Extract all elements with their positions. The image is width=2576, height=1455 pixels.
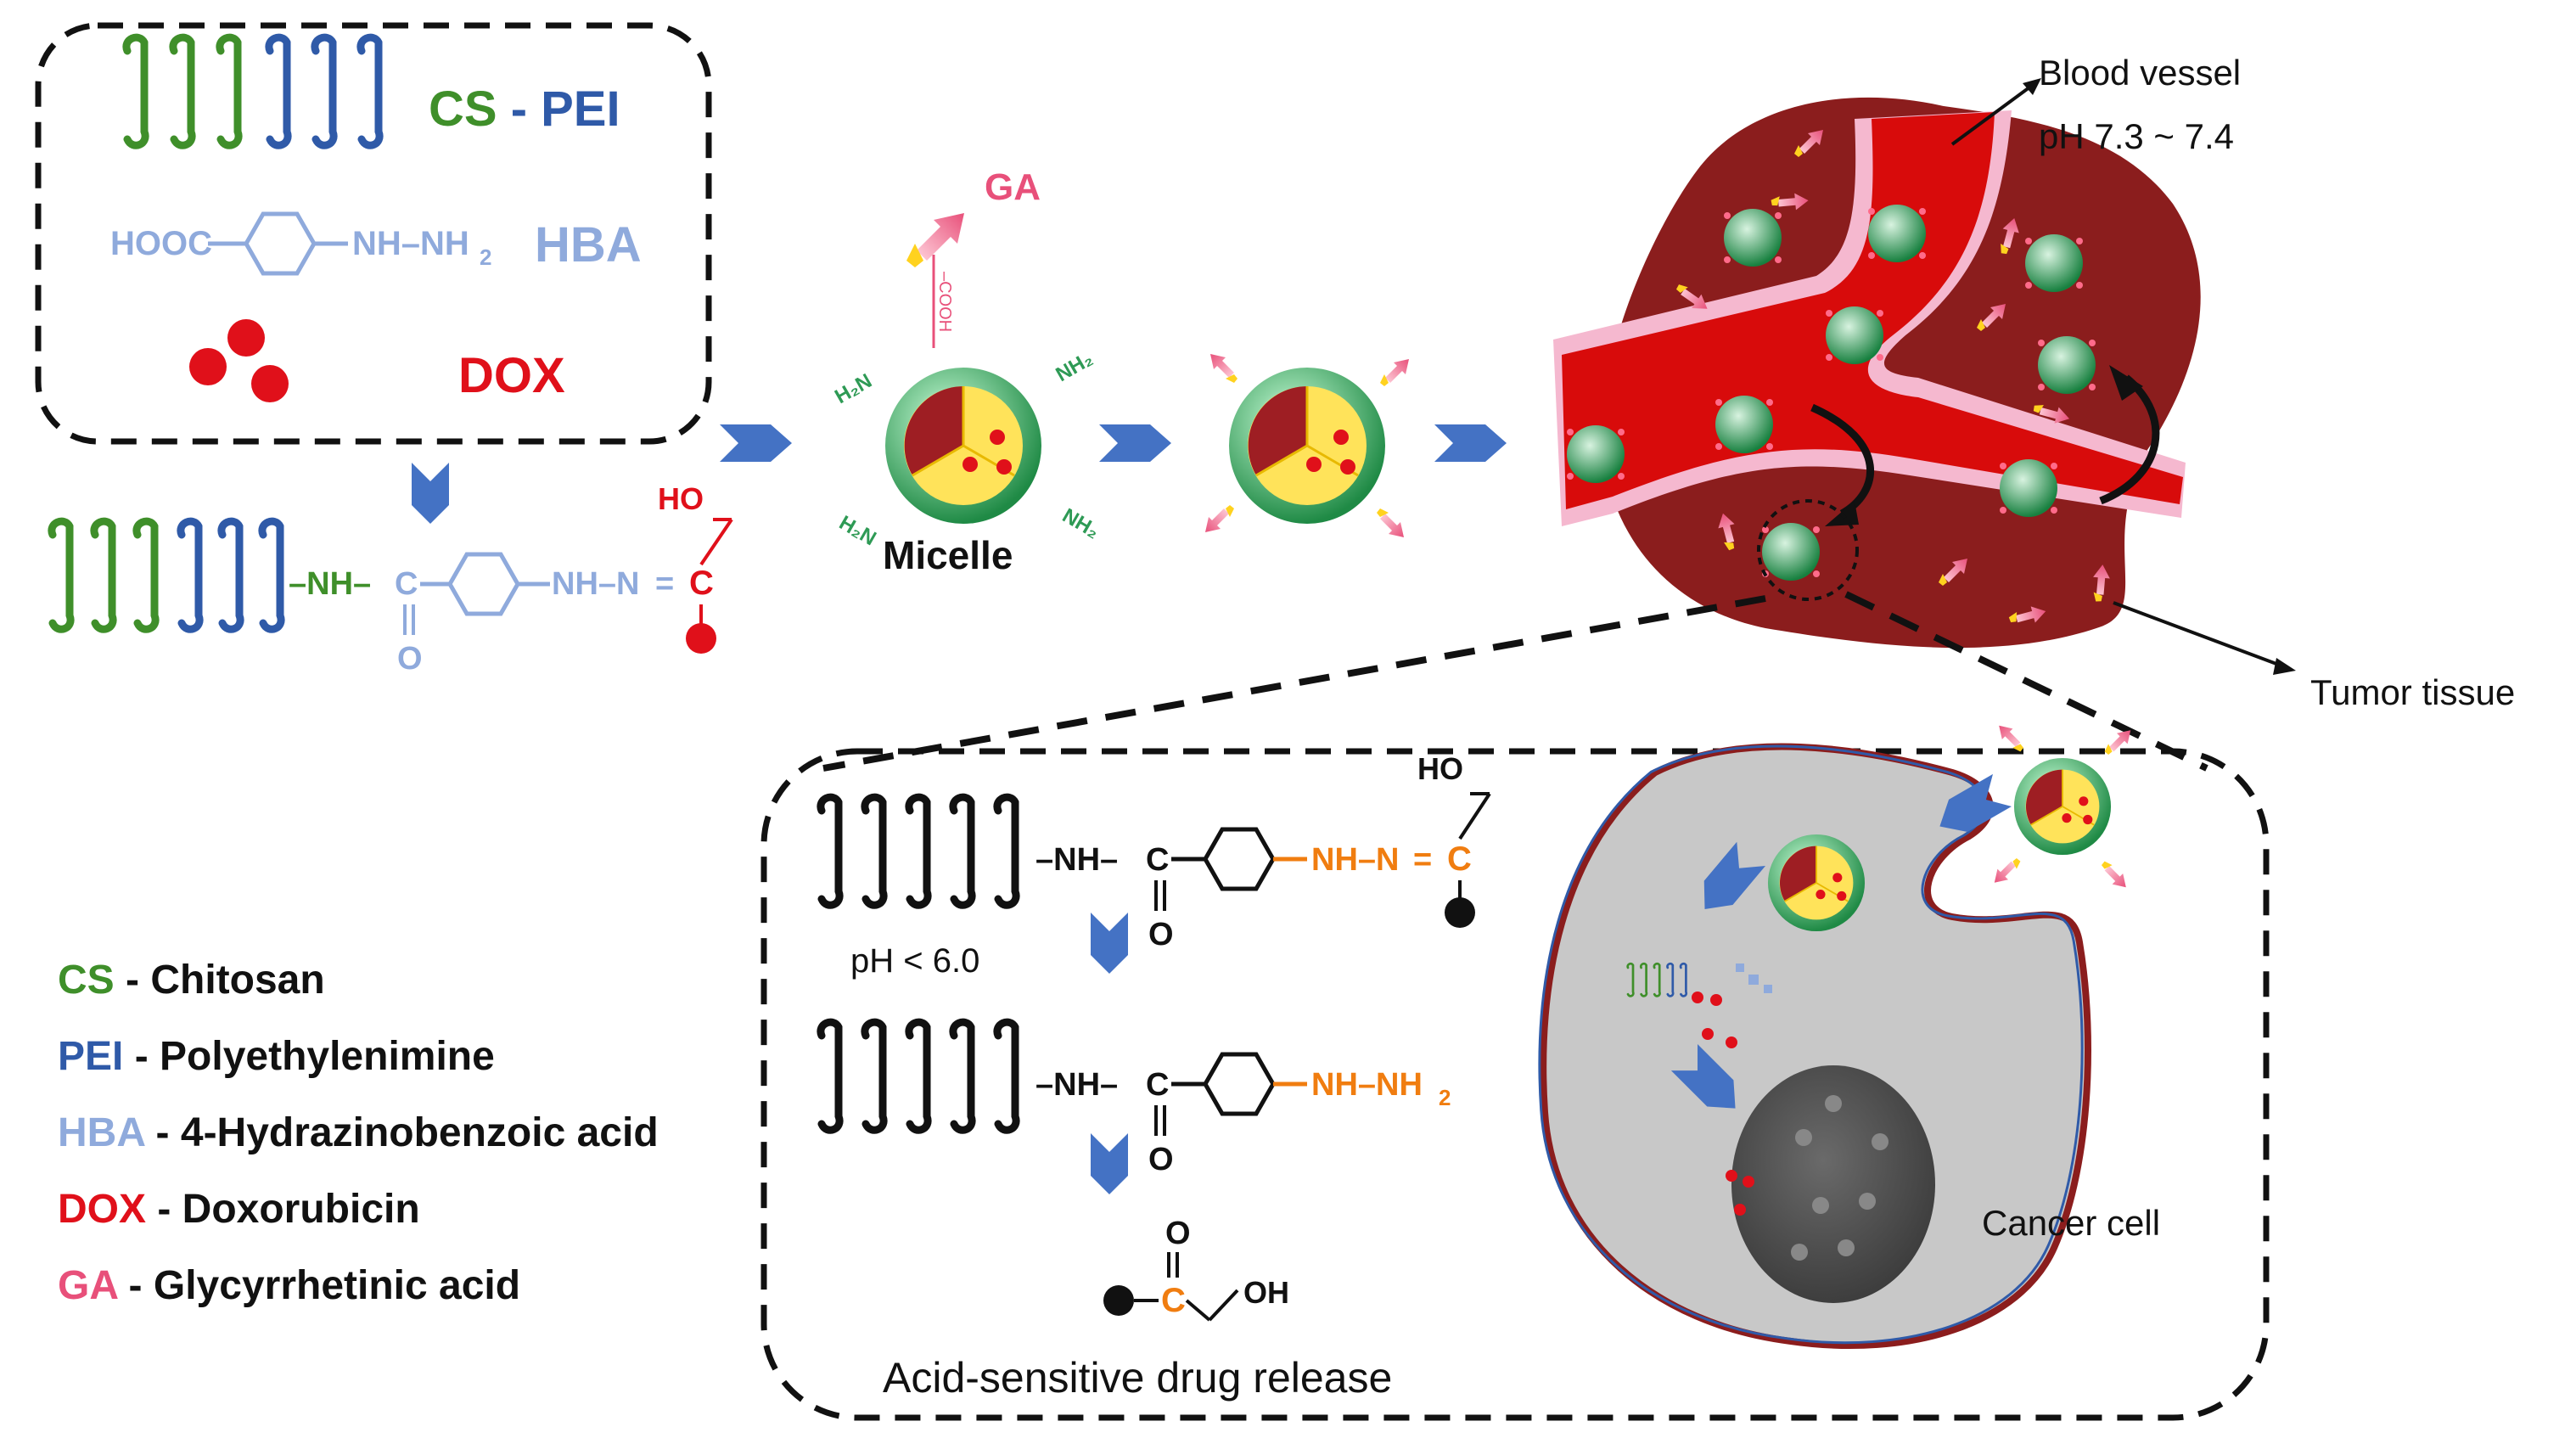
tumor-tissue-label: Tumor tissue — [2310, 672, 2515, 712]
down-arrow-icon — [412, 463, 449, 524]
blood-vessel-ph: pH 7.3 ~ 7.4 — [2039, 116, 2234, 156]
abbreviation-pei: PEI - Polyethylenimine — [58, 1034, 495, 1079]
blood-vessel-label: Blood vessel — [2039, 53, 2241, 93]
carbonyl-c: C — [395, 566, 418, 602]
amide-nh: –NH– — [1035, 1067, 1118, 1103]
cs-pei-chain-icon — [126, 37, 379, 145]
carbonyl-o: O — [1148, 917, 1174, 952]
ga-micelle — [1205, 354, 1409, 537]
hba-structure: HOOC NH–NH 2 — [110, 211, 491, 276]
svg-text:CS - PEI: CS - PEI — [429, 81, 620, 137]
nucleus — [1731, 1065, 1935, 1303]
dox-label: DOX — [458, 348, 565, 403]
cooh-label: –COOH — [935, 272, 954, 332]
abbreviation-term: CS — [58, 958, 115, 1003]
pei-label: PEI — [541, 81, 620, 137]
released-hba-icon — [1736, 963, 1772, 993]
arrow-right-icon — [1434, 424, 1507, 462]
components-box: CS - PEI HOOC NH–NH 2 HBA DOX — [35, 22, 712, 445]
hydroxyl-oh: OH — [1243, 1275, 1289, 1310]
abbreviation-term: GA — [58, 1263, 118, 1308]
hydrazine-subscript: 2 — [480, 244, 491, 270]
ga-label: GA — [985, 166, 1041, 208]
release-box: –NH– C O NH–N = C HO pH < 6.0 –NH– C O N… — [760, 725, 2270, 1421]
zoom-circle — [1757, 499, 1859, 601]
ketone-o: O — [1165, 1216, 1191, 1251]
down-arrow-icon — [1091, 1133, 1128, 1194]
abbreviation-hba: HBA - 4-Hydrazinobenzoic acid — [58, 1110, 659, 1155]
micelle-label: Micelle — [883, 533, 1013, 577]
carbonyl-o: O — [397, 641, 423, 677]
micelle-with-amines: NH₂ NH₂ H₂N H₂N Micelle — [831, 347, 1103, 577]
down-arrow-icon — [1091, 913, 1128, 974]
cs-label: CS — [429, 81, 497, 137]
hydrazone-c: C — [1447, 840, 1472, 878]
hydrazine-group: NH–NH — [352, 225, 469, 262]
cancer-cell-label: Cancer cell — [1982, 1203, 2160, 1243]
hydroxyl-ho: HO — [658, 481, 704, 516]
hydrazine-nh-nh2: NH–NH — [1311, 1067, 1423, 1103]
abbreviation-term: DOX — [58, 1187, 146, 1232]
amine-label: NH₂ — [1052, 347, 1097, 386]
amide-nh: –NH– — [1035, 842, 1118, 878]
abbreviation-term: HBA — [58, 1110, 145, 1155]
carbonyl-c: C — [1146, 1067, 1169, 1103]
carbonyl-c: C — [1146, 842, 1169, 878]
abbreviation-term: PEI — [58, 1034, 123, 1079]
hydroxyl-ho: HO — [1417, 751, 1463, 786]
dox-dot — [1103, 1285, 1134, 1316]
abbreviation-separator: - — [117, 1263, 154, 1308]
dox-dot — [1445, 897, 1475, 928]
abbreviation-definition: Doxorubicin — [182, 1187, 420, 1232]
hydrazine-subscript: 2 — [1439, 1085, 1451, 1110]
amine-label: NH₂ — [1058, 504, 1103, 543]
carbonyl-o: O — [1148, 1142, 1174, 1177]
hydrazone-nh-n: NH–N — [552, 566, 639, 602]
abbreviation-separator: - — [115, 958, 151, 1003]
arrow-right-icon — [720, 424, 792, 462]
dash: - — [497, 81, 542, 137]
hydrazone-c: C — [689, 565, 714, 602]
abbreviation-definition: Chitosan — [150, 958, 324, 1003]
ketone-c: C — [1161, 1282, 1186, 1319]
hba-label: HBA — [535, 217, 642, 272]
amine-label: H₂N — [835, 511, 880, 550]
dox-icon — [189, 319, 289, 402]
amine-label: H₂N — [831, 369, 876, 408]
dox-dot — [686, 623, 716, 654]
amide-nh: –NH– — [289, 566, 371, 602]
hydrazone-nh-n: NH–N — [1311, 842, 1399, 878]
abbreviation-definition: Polyethylenimine — [160, 1034, 495, 1079]
hooc-group: HOOC — [110, 225, 212, 262]
release-title: Acid-sensitive drug release — [883, 1354, 1392, 1402]
arrow-right-icon — [1099, 424, 1171, 462]
ph-condition: pH < 6.0 — [850, 942, 979, 980]
double-bond: = — [655, 566, 674, 602]
conjugate-structure: –NH– C O NH–N = C HO — [52, 481, 733, 677]
abbreviation-separator: - — [146, 1187, 182, 1232]
ga-molecule: –COOH GA — [906, 166, 1041, 348]
abbreviation-definition: 4-Hydrazinobenzoic acid — [181, 1110, 659, 1155]
abbreviation-cs: CS - Chitosan — [58, 958, 325, 1003]
double-bond: = — [1413, 842, 1432, 878]
abbreviation-definition: Glycyrrhetinic acid — [154, 1263, 520, 1308]
abbreviation-separator: - — [144, 1110, 181, 1155]
abbreviation-dox: DOX - Doxorubicin — [58, 1187, 420, 1232]
abbreviation-ga: GA - Glycyrrhetinic acid — [58, 1263, 520, 1308]
abbreviation-separator: - — [123, 1034, 160, 1079]
